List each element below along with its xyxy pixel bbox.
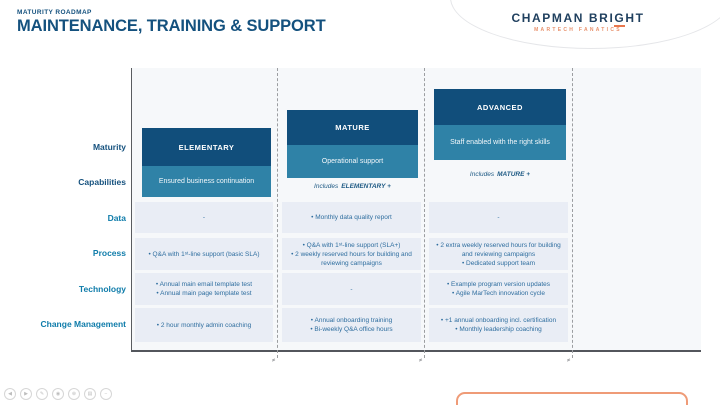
cell-elementary-data: - (135, 202, 273, 233)
includes-value: ELEMENTARY + (341, 183, 391, 190)
zoom-button[interactable]: ⊕ (68, 388, 80, 400)
separator-mark-2: ≠ (419, 358, 423, 364)
cell-mature-change-management: • Annual onboarding training • Bi-weekly… (282, 308, 421, 342)
previous-icon: ◀ (8, 391, 12, 397)
next-icon: ▶ (24, 391, 28, 397)
column-header-elementary: ELEMENTARY Ensured business continuation (142, 128, 271, 197)
row-label-process: Process (92, 248, 126, 258)
cell-elementary-process: • Q&A with 1ˢᵗ-line support (basic SLA) (135, 238, 273, 270)
logo-styled-g: G (614, 11, 626, 27)
row-label-technology: Technology (78, 284, 126, 294)
laser-icon: ◉ (55, 391, 61, 397)
highlight-callout-box (456, 392, 688, 405)
cell-advanced-change-management: • +1 annual onboarding incl. certificati… (429, 308, 568, 342)
column-title: ADVANCED (434, 89, 566, 125)
more-icon: − (104, 391, 108, 397)
page-title: MAINTENANCE, TRAINING & SUPPORT (17, 17, 326, 35)
row-label-capabilities: Capabilities (78, 177, 126, 187)
more-button[interactable]: − (100, 388, 112, 400)
next-button[interactable]: ▶ (20, 388, 32, 400)
slides-button[interactable]: ▤ (84, 388, 96, 400)
zoom-icon: ⊕ (71, 391, 77, 397)
pen-icon: ✎ (39, 391, 45, 397)
row-label-maturity: Maturity (92, 142, 126, 152)
cell-mature-process: • Q&A with 1ˢᵗ-line support (SLA+) • 2 w… (282, 238, 421, 270)
separator-mark-1: ≠ (272, 358, 276, 364)
presenter-toolbar: ◀ ▶ ✎ ◉ ⊕ ▤ − (4, 388, 112, 400)
previous-button[interactable]: ◀ (4, 388, 16, 400)
separator-mark-3: ≠ (567, 358, 571, 364)
logo-tagline: MARTECH FANATICS (534, 27, 622, 33)
column-header-advanced: ADVANCED Staff enabled with the right sk… (434, 89, 566, 160)
column-divider-2 (424, 68, 425, 358)
column-divider-1 (277, 68, 278, 358)
cell-elementary-change-management: • 2 hour monthly admin coaching (135, 308, 273, 342)
column-summary: Staff enabled with the right skills (434, 125, 566, 160)
column-header-mature: MATURE Operational support (287, 110, 418, 178)
column-summary: Ensured business continuation (142, 166, 271, 197)
column-divider-3 (572, 68, 573, 358)
row-label-data: Data (107, 213, 126, 223)
slide-eyebrow: MATURITY ROADMAP (17, 9, 92, 16)
logo-text-pre: CHAPMAN BRI (511, 11, 615, 25)
column-summary: Operational support (287, 145, 418, 178)
logo-wordmark: CHAPMAN BRIGHT (493, 11, 663, 27)
column-title: MATURE (287, 110, 418, 145)
includes-label: Includes (469, 171, 495, 178)
cell-advanced-technology: • Example program version updates • Agil… (429, 273, 568, 305)
row-label-change-management: Change Management (40, 319, 127, 329)
cell-elementary-technology: • Annual main email template test • Annu… (135, 273, 273, 305)
includes-value: MATURE + (497, 171, 531, 178)
logo-text-post: HT (625, 11, 645, 25)
company-logo: CHAPMAN BRIGHT MARTECH FANATICS (493, 11, 663, 33)
cell-advanced-data: - (429, 202, 568, 233)
laser-button[interactable]: ◉ (52, 388, 64, 400)
pen-button[interactable]: ✎ (36, 388, 48, 400)
includes-label: Includes (314, 183, 339, 190)
cell-mature-data: • Monthly data quality report (282, 202, 421, 233)
cell-advanced-process: • 2 extra weekly reserved hours for buil… (429, 238, 568, 270)
slides-icon: ▤ (87, 391, 93, 397)
cell-mature-technology: - (282, 273, 421, 305)
column-title: ELEMENTARY (142, 128, 271, 166)
